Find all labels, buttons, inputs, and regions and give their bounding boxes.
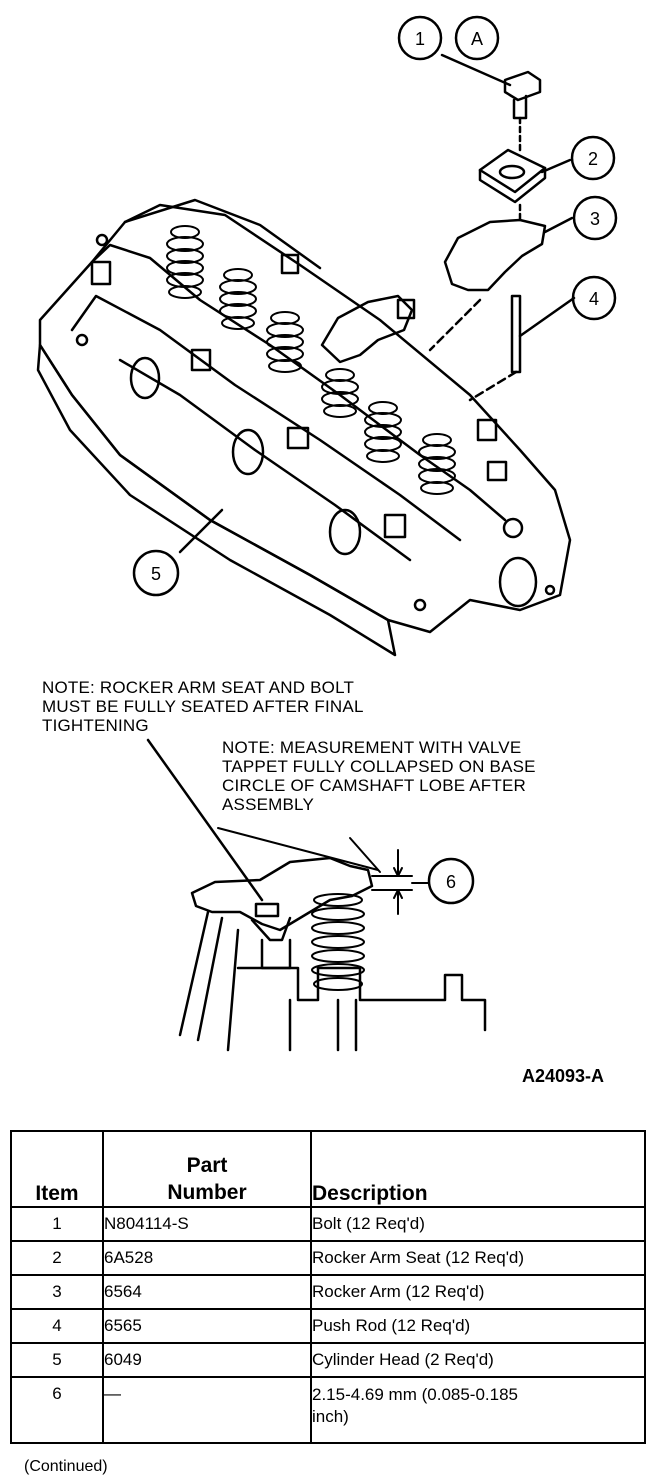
callout-3-label: 3 — [590, 209, 600, 229]
cell-item: 4 — [10, 1308, 104, 1344]
leader-line-1 — [440, 53, 512, 87]
parts-table: Item Part Number Description 1 N804114-S… — [10, 1130, 646, 1444]
cell-part-number: — — [102, 1376, 312, 1444]
cell-description-line2: inch) — [312, 1407, 349, 1426]
note2-leader-line-a — [217, 827, 379, 871]
cell-item: 2 — [10, 1240, 104, 1276]
cell-description-line1: 2.15-4.69 mm (0.085-0.185 — [312, 1385, 519, 1404]
cell-part-number: 6564 — [102, 1274, 312, 1310]
header-part-line2: Number — [167, 1181, 247, 1204]
rocker-arm-seat-drawing — [478, 148, 547, 204]
note-line: NOTE: MEASUREMENT WITH VALVE — [222, 738, 522, 757]
table-row: 1 N804114-S Bolt (12 Req'd) — [10, 1206, 646, 1242]
cell-item: 6 — [10, 1376, 104, 1444]
table-row: 6 — 2.15-4.69 mm (0.085-0.185 inch) — [10, 1376, 646, 1444]
note-line: ASSEMBLY — [222, 795, 314, 814]
cell-description: Rocker Arm (12 Req'd) — [310, 1274, 646, 1310]
cell-description: Rocker Arm Seat (12 Req'd) — [310, 1240, 646, 1276]
header-part-number: Part Number — [102, 1130, 312, 1208]
cell-part-number: 6049 — [102, 1342, 312, 1378]
installed-rocker-arm-drawing — [320, 294, 414, 364]
callout-2-label: 2 — [588, 149, 598, 169]
leader-line-4 — [518, 296, 576, 338]
note-line: MUST BE FULLY SEATED AFTER FINAL — [42, 697, 364, 716]
callout-6-label: 6 — [446, 872, 456, 892]
cell-part-number: N804114-S — [102, 1206, 312, 1242]
callout-a-label: A — [471, 29, 483, 49]
header-description: Description — [310, 1130, 646, 1208]
note2-leader-line-b — [349, 837, 381, 873]
valve-springs-drawing — [166, 225, 456, 495]
callout-4-circle — [571, 275, 617, 321]
note-line: NOTE: ROCKER ARM SEAT AND BOLT — [42, 678, 355, 697]
header-item: Item — [10, 1130, 104, 1208]
note-line: TIGHTENING — [42, 716, 149, 735]
exploded-view-diagram: 1 A 2 3 4 5 6 — [36, 15, 618, 1052]
note-rocker-arm-seat: NOTE: ROCKER ARM SEAT AND BOLT MUST BE F… — [42, 678, 364, 735]
cell-item: 3 — [10, 1274, 104, 1310]
leader-line-3 — [543, 216, 574, 234]
callout-6-circle — [427, 857, 475, 905]
leader-line-5 — [178, 508, 224, 554]
note-line: TAPPET FULLY COLLAPSED ON BASE — [222, 757, 536, 776]
cell-item: 5 — [10, 1342, 104, 1378]
cell-description: Cylinder Head (2 Req'd) — [310, 1342, 646, 1378]
callout-1-label: 1 — [415, 29, 425, 49]
callout-1-circle — [397, 15, 443, 61]
rocker-arm-drawing — [443, 203, 547, 292]
callout-2-circle — [570, 135, 616, 181]
cell-part-number: 6A528 — [102, 1240, 312, 1276]
valve-spring-section-drawing — [311, 893, 365, 991]
callout-3-circle — [572, 195, 618, 241]
continued-label: (Continued) — [24, 1458, 108, 1475]
table-row: 3 6564 Rocker Arm (12 Req'd) — [10, 1274, 646, 1310]
table-header-row: Item Part Number Description — [10, 1130, 646, 1208]
note-line: CIRCLE OF CAMSHAFT LOBE AFTER — [222, 776, 526, 795]
leader-line-2 — [540, 158, 572, 174]
table-row: 2 6A528 Rocker Arm Seat (12 Req'd) — [10, 1240, 646, 1276]
note1-leader-line — [146, 738, 264, 902]
clearance-dimension — [371, 849, 430, 915]
callout-5-circle — [132, 549, 180, 597]
bolt-drawing — [503, 70, 542, 152]
callout-4-label: 4 — [589, 289, 599, 309]
callout-5-label: 5 — [151, 564, 161, 584]
cross-section-drawing — [178, 856, 487, 1052]
callout-a-circle — [454, 15, 500, 61]
header-part-line1: Part — [186, 1154, 228, 1177]
cell-description: 2.15-4.69 mm (0.085-0.185 inch) — [310, 1376, 646, 1444]
figure-id: A24093-A — [522, 1066, 605, 1086]
cell-description: Push Rod (12 Req'd) — [310, 1308, 646, 1344]
note-measurement: NOTE: MEASUREMENT WITH VALVE TAPPET FULL… — [222, 738, 536, 814]
table-row: 4 6565 Push Rod (12 Req'd) — [10, 1308, 646, 1344]
cell-item: 1 — [10, 1206, 104, 1242]
push-rod-drawing — [428, 294, 522, 402]
table-row: 5 6049 Cylinder Head (2 Req'd) — [10, 1342, 646, 1378]
cell-part-number: 6565 — [102, 1308, 312, 1344]
cylinder-head-drawing — [36, 198, 572, 657]
cell-description: Bolt (12 Req'd) — [310, 1206, 646, 1242]
